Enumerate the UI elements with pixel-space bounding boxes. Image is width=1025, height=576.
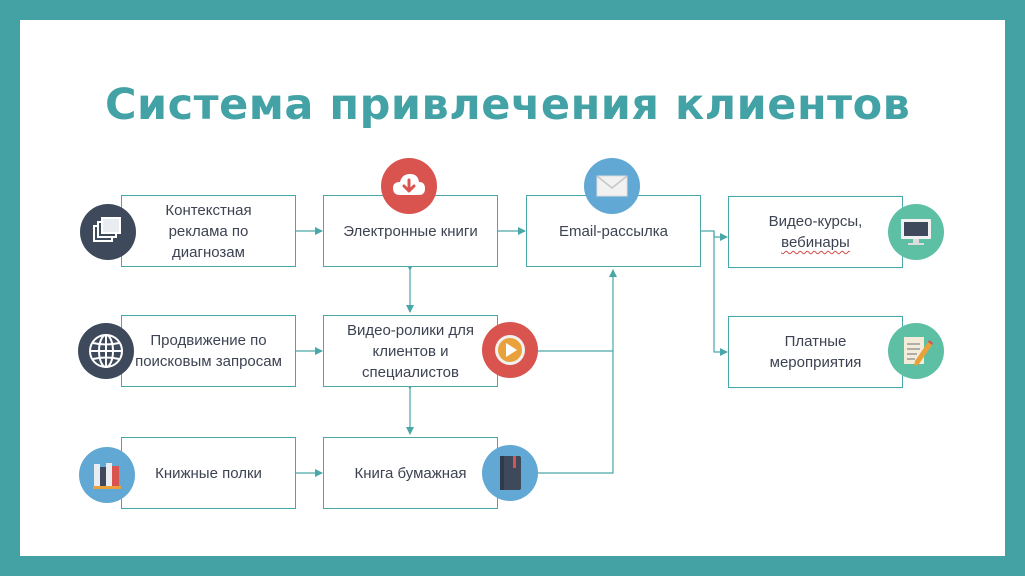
stacked-windows-icon (80, 204, 136, 260)
node-bookshelves: Книжные полки (121, 437, 296, 509)
node-label: Продвижение по поисковым запросам (135, 332, 282, 370)
play-icon (482, 322, 538, 378)
node-label: Email-рассылка (559, 222, 668, 240)
node-paper-book: Книга бумажная (323, 437, 498, 509)
books-icon (79, 447, 135, 503)
node-label: Электронные книги (343, 222, 478, 240)
node-label: Видео-курсы, вебинары (769, 211, 863, 253)
notebook-icon (482, 445, 538, 501)
arrow-videos-to-email (538, 269, 617, 352)
notepad-pencil-icon (888, 323, 944, 379)
node-label-line1: Видео-курсы, (768, 213, 863, 230)
monitor-icon (888, 204, 944, 260)
slide-title: Система привлечения клиентов (105, 80, 911, 130)
arrow-paperbook-to-email (538, 351, 614, 474)
cloud-download-icon (381, 158, 437, 214)
envelope-icon (584, 158, 640, 214)
globe-icon (78, 323, 134, 379)
node-paid-events: Платные мероприятия (728, 316, 903, 388)
node-context-ads: Контекстная реклама по диагнозам (121, 195, 296, 267)
node-label: Книжные полки (155, 464, 262, 482)
node-label: Платные мероприятия (769, 333, 862, 371)
node-videos: Видео-ролики для клиентов и специалистов (323, 315, 498, 387)
connector-lines (295, 227, 728, 477)
node-label: Книга бумажная (354, 464, 467, 482)
node-ebooks: Электронные книги (323, 195, 498, 267)
arrow-email-to-events (713, 231, 728, 356)
slide: Система привлечения клиентов Контекстн (20, 20, 1005, 556)
node-search-promo: Продвижение по поисковым запросам (121, 315, 296, 387)
node-label: Видео-ролики для клиентов и специалистов (346, 321, 475, 381)
node-label: Контекстная реклама по диагнозам (165, 201, 252, 261)
node-label-line2: вебинары (781, 234, 850, 251)
node-video-courses: Видео-курсы, вебинары (728, 196, 903, 268)
